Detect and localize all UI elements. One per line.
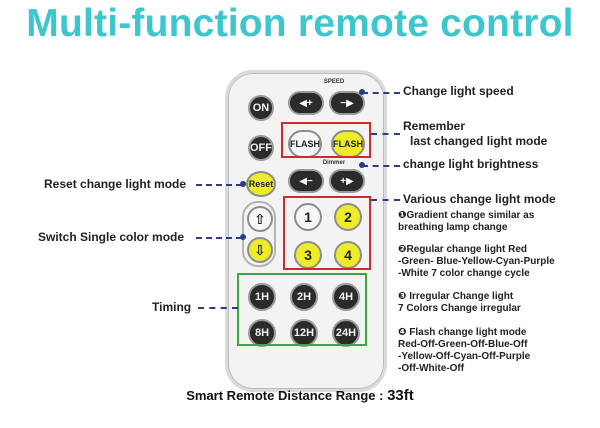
- reset-button[interactable]: Reset: [246, 171, 276, 197]
- reset-leader-dot: [240, 181, 246, 187]
- timing-label: Timing: [152, 300, 192, 314]
- flash-left-button[interactable]: FLASH: [288, 130, 322, 158]
- speed-leader-line: [362, 92, 400, 94]
- flash-highlight-box: [281, 122, 371, 158]
- dimmer-increase-button[interactable]: +▶: [329, 169, 365, 193]
- brightness-leader-dot: [359, 162, 365, 168]
- speed-increase-button[interactable]: −▶: [329, 91, 365, 115]
- switch-leader-line: [196, 237, 242, 239]
- remember-label-line2: last changed light mode: [410, 134, 548, 148]
- various-label: Various change light mode: [403, 192, 556, 206]
- distance-value: 33ft: [387, 387, 414, 404]
- arrow-down-icon: ⇩: [254, 241, 266, 258]
- speed-leader-dot: [359, 89, 365, 95]
- brightness-leader-line: [362, 165, 400, 167]
- note-4-line4: -Off-White-Off: [398, 363, 465, 374]
- speed-right-icon: −▶: [340, 97, 354, 109]
- distance-prefix: Smart Remote Distance Range :: [186, 388, 384, 403]
- timing-highlight-box: [237, 273, 367, 346]
- color-up-button[interactable]: ⇧: [247, 206, 273, 232]
- off-button[interactable]: OFF: [248, 135, 274, 161]
- note-4-line2: Red-Off-Green-Off-Blue-Off: [398, 339, 528, 350]
- switch-label: Switch Single color mode: [38, 230, 185, 244]
- remember-label-line1: Remember: [403, 119, 466, 133]
- note-1-line1: ❶Gradient change similar as: [398, 210, 535, 221]
- note-4-line1: ❹ Flash change light mode: [398, 327, 527, 338]
- reset-label: Reset change light mode: [44, 177, 187, 191]
- note-2-line3: -White 7 color change cycle: [398, 268, 530, 279]
- dimmer-decrease-button[interactable]: ◀−: [288, 169, 324, 193]
- remember-leader-line: [371, 133, 400, 135]
- speed-caption: SPEED: [323, 79, 345, 85]
- various-leader-line: [371, 199, 400, 201]
- speed-label: Change light speed: [403, 84, 514, 98]
- note-3-line1: ❸ Irregular Change light: [398, 291, 514, 302]
- note-2-line2: -Green- Blue-Yellow-Cyan-Purple: [398, 256, 555, 267]
- brightness-label: change light brightness: [403, 157, 539, 171]
- dimmer-right-icon: +▶: [340, 175, 354, 187]
- color-down-button[interactable]: ⇩: [247, 237, 273, 263]
- speed-decrease-button[interactable]: ◀+: [288, 91, 324, 115]
- switch-leader-dot: [240, 234, 246, 240]
- mode-highlight-box: [283, 196, 371, 270]
- arrow-up-icon: ⇧: [254, 210, 266, 227]
- timer-24h-button[interactable]: 24H: [332, 319, 360, 347]
- mode-1-button[interactable]: 1: [294, 203, 322, 231]
- on-button[interactable]: ON: [248, 95, 274, 121]
- timer-1h-button[interactable]: 1H: [248, 283, 276, 311]
- speed-left-icon: ◀+: [299, 97, 313, 109]
- note-3-line2: 7 Colors Change irregular: [398, 303, 521, 314]
- timer-8h-button[interactable]: 8H: [248, 319, 276, 347]
- distance-range: Smart Remote Distance Range : 33ft: [0, 387, 600, 404]
- timer-12h-button[interactable]: 12H: [290, 319, 318, 347]
- timing-leader-line: [198, 307, 238, 309]
- mode-3-button[interactable]: 3: [294, 241, 322, 269]
- note-2-line1: ❷Regular change light Red: [398, 244, 528, 255]
- page-title: Multi-function remote control: [26, 2, 574, 45]
- mode-2-button[interactable]: 2: [334, 203, 362, 231]
- dimmer-caption: Dimmer: [322, 160, 346, 166]
- note-4-line3: -Yellow-Off-Cyan-Off-Purple: [398, 351, 531, 362]
- dimmer-left-icon: ◀−: [299, 175, 313, 187]
- timer-2h-button[interactable]: 2H: [290, 283, 318, 311]
- reset-leader-line: [196, 184, 242, 186]
- timer-4h-button[interactable]: 4H: [332, 283, 360, 311]
- note-1-line2: breathing lamp change: [398, 222, 508, 233]
